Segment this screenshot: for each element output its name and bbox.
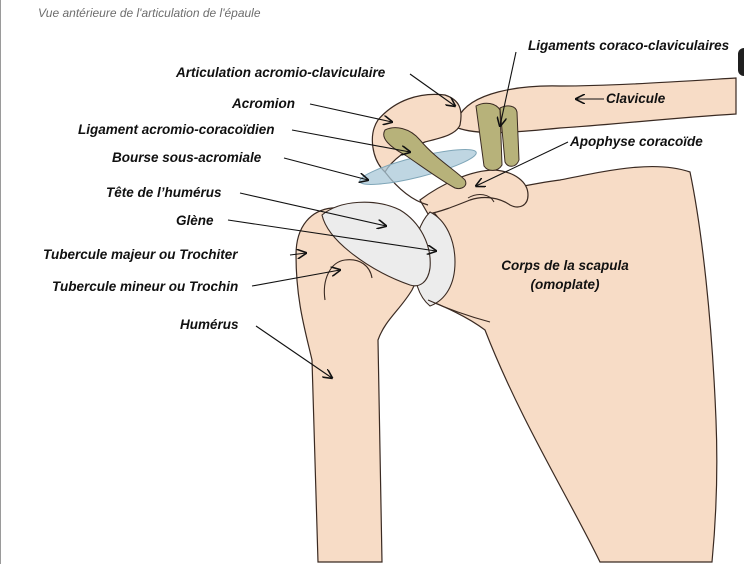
arrow-glene xyxy=(227,219,436,251)
scapula-body xyxy=(426,165,718,563)
arrow-acromion xyxy=(309,103,392,122)
label-glene: Glène xyxy=(176,213,214,228)
label-ligament-ac: Ligament acromio-coracoïdien xyxy=(78,122,275,137)
figure-caption: Vue antérieure de l'articulation de l'ép… xyxy=(38,6,261,20)
coraco-clavicular-ligament-1 xyxy=(475,102,503,171)
arrow-humerus xyxy=(255,325,332,378)
label-tubercule-majeur: Tubercule majeur ou Trochiter xyxy=(43,247,238,262)
label-articulation-ac: Articulation acromio-claviculaire xyxy=(176,65,386,80)
label-ligaments-cc: Ligaments coraco-claviculaires xyxy=(528,38,730,53)
arrow-tubercule-mineur xyxy=(251,270,340,287)
humeral-head-cartilage xyxy=(321,201,431,287)
arrow-ligament-ac xyxy=(291,129,410,152)
arrow-tete-humerus xyxy=(239,192,386,226)
window-edge-tab xyxy=(738,48,744,76)
scapula-neck-curve xyxy=(427,299,491,323)
label-tubercule-mineur: Tubercule mineur ou Trochin xyxy=(52,279,239,294)
label-bourse: Bourse sous-acromiale xyxy=(112,150,262,165)
label-scapula-line2: (omoplate) xyxy=(530,277,600,292)
coracoid-process xyxy=(419,169,529,215)
label-tete-humerus: Tête de l’humérus xyxy=(106,185,222,200)
label-acromion: Acromion xyxy=(232,96,296,111)
label-humerus: Humérus xyxy=(180,317,239,332)
lesser-tubercle-outline xyxy=(323,259,373,301)
coracoid-notch xyxy=(467,194,495,203)
frame-border xyxy=(0,0,1,564)
label-scapula-line1: Corps de la scapula xyxy=(501,258,629,273)
label-clavicule: Clavicule xyxy=(606,91,666,106)
label-apophyse: Apophyse coracoïde xyxy=(570,134,703,149)
arrow-ligaments-cc xyxy=(500,51,517,126)
arrow-bourse xyxy=(283,157,368,180)
arrow-articulation-ac xyxy=(409,73,455,106)
arrow-tubercule-majeur xyxy=(289,253,306,255)
arrow-apophyse xyxy=(476,141,569,186)
clavicle-bone xyxy=(457,77,737,134)
